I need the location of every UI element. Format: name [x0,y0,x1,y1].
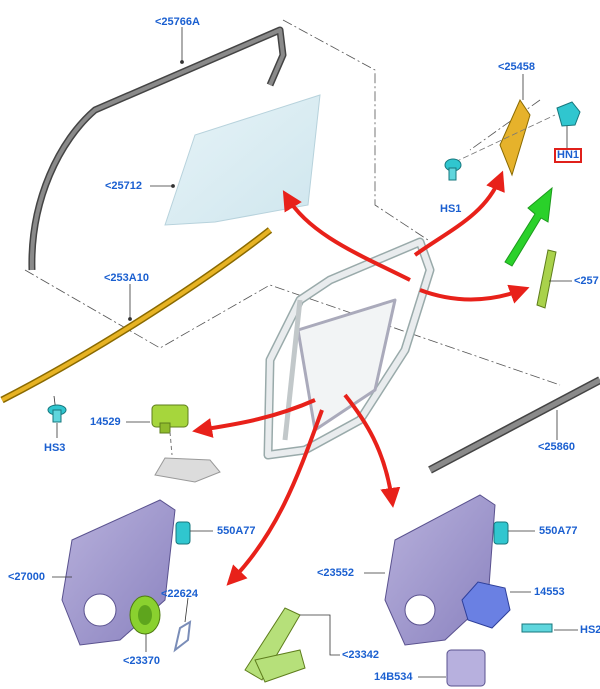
callout-hs3[interactable]: HS3 [44,442,66,454]
callout-23342[interactable]: <23342 [342,649,380,661]
screw-hs-cut[interactable] [521,623,553,633]
motor-14553[interactable] [461,581,511,629]
green-indicator-arrow [504,186,553,267]
red-direction-arrows [192,170,530,586]
latch-actuator-part[interactable] [151,404,221,483]
callout-22624[interactable]: <22624 [161,588,199,600]
door-inner-frame[interactable] [263,237,435,460]
callout-25712[interactable]: <25712 [105,180,143,192]
module-14b534[interactable] [446,649,486,687]
callout-253a10[interactable]: <253A10 [104,272,149,284]
regulator-rail[interactable] [454,98,556,177]
belt-moulding[interactable] [0,227,273,404]
callout-14529[interactable]: 14529 [90,416,121,428]
callout-257-cut[interactable]: <257 [574,275,599,287]
callout-14553[interactable]: 14553 [534,586,565,598]
callout-23370[interactable]: <23370 [123,655,161,667]
callout-25860[interactable]: <25860 [538,441,576,453]
clip-550a77-left[interactable] [175,521,191,545]
nut-hn1-part[interactable] [556,101,581,127]
glass-run-channel[interactable] [28,26,287,271]
leader-lines [52,27,578,678]
screw-hs1-part[interactable] [444,158,462,181]
callout-14b534[interactable]: 14B534 [374,671,413,683]
callout-hn1[interactable]: HN1 [554,148,583,163]
callout-27000[interactable]: <27000 [8,571,46,583]
callout-hs1[interactable]: HS1 [440,203,462,215]
callout-hs-cut[interactable]: HS2 [580,624,600,636]
callout-25766a[interactable]: <25766A [155,16,200,28]
clip-hs3-part[interactable] [47,395,67,423]
callout-25458[interactable]: <25458 [498,61,536,73]
callout-550a77-right[interactable]: 550A77 [539,525,578,537]
clip-22624[interactable] [173,620,192,653]
window-channel-part[interactable] [536,249,557,309]
door-glass[interactable] [164,94,321,226]
callout-550a77-left[interactable]: 550A77 [217,525,256,537]
callout-23552[interactable]: <23552 [317,567,355,579]
weatherstrip[interactable] [428,376,600,474]
clip-550a77-right[interactable] [493,521,509,545]
grommet-23370[interactable] [129,595,161,635]
construction-lines [24,19,561,386]
handle-23342[interactable] [244,607,306,683]
